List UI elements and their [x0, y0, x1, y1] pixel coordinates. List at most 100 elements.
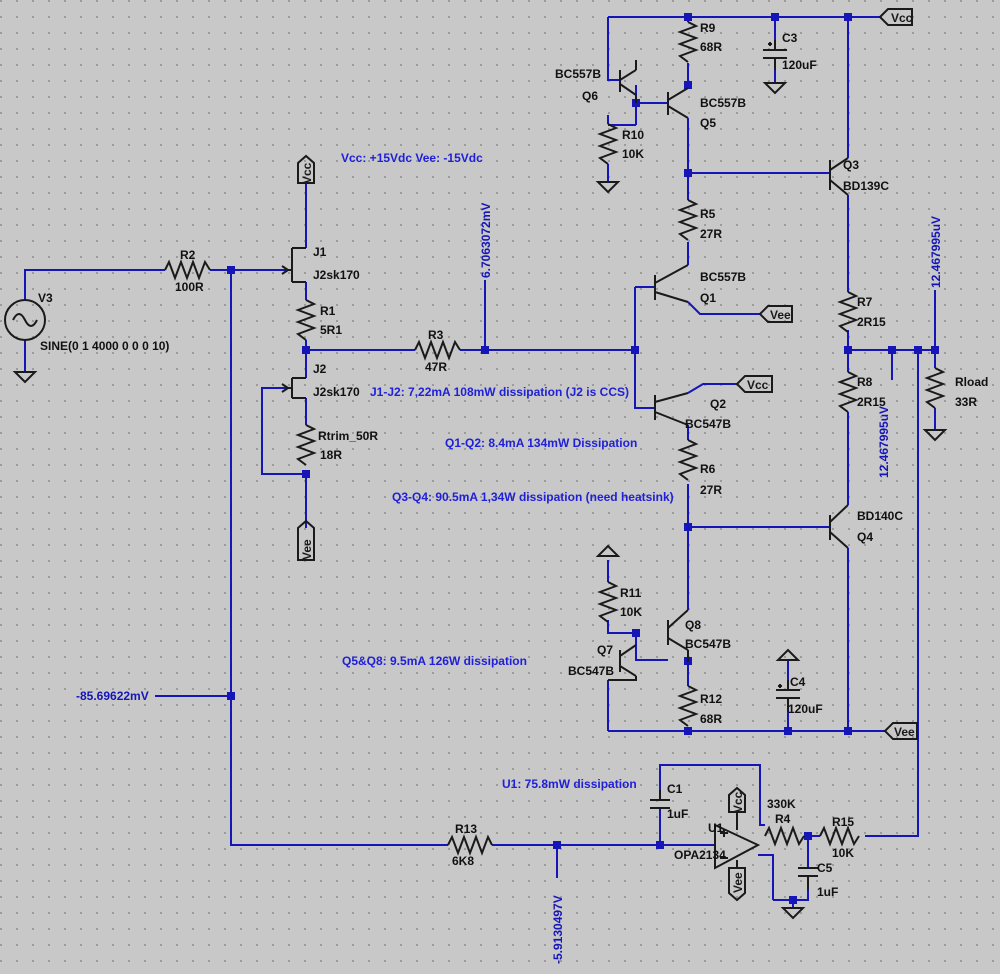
resistor-r5[interactable] [677, 199, 699, 241]
port-vee-bottom[interactable]: Vee [883, 722, 918, 740]
label-r12-value: 68R [700, 712, 722, 726]
resistor-rtrim[interactable] [295, 424, 317, 466]
resistor-r11[interactable] [597, 581, 619, 623]
resistor-r15[interactable] [819, 825, 860, 847]
label-q8-value: BC547B [685, 637, 731, 651]
label-u1-value: OPA2134 [674, 848, 726, 862]
transistor-q4[interactable] [829, 504, 849, 549]
label-r2-name: R2 [180, 248, 196, 262]
port-vee-u1[interactable]: Vee [728, 867, 746, 902]
resistor-r10[interactable] [597, 123, 619, 165]
label-q1-value: BC557B [700, 270, 746, 284]
ground-r11 [595, 544, 621, 557]
label-r6-name: R6 [700, 462, 716, 476]
label-v3-name: V3 [38, 291, 53, 305]
opamp-u1[interactable] [714, 812, 761, 870]
port-vcc-j1[interactable]: Vcc [297, 154, 315, 184]
resistor-r1[interactable] [295, 299, 317, 341]
port-vee-q1[interactable]: Vee [758, 305, 793, 323]
resistor-r3[interactable] [414, 339, 461, 361]
label-rtrim-name: Rtrim_50R [318, 429, 378, 443]
jfet-j2[interactable] [281, 377, 306, 399]
label-r13-name: R13 [455, 822, 477, 836]
transistor-q5[interactable] [667, 87, 689, 119]
transistor-q2[interactable] [654, 392, 689, 426]
label-q3-name: Q3 [843, 158, 859, 172]
label-q6-value: BC557B [555, 67, 601, 81]
resistor-r12[interactable] [677, 685, 699, 727]
note-q1q2: Q1-Q2: 8.4mA 134mW Dissipation [445, 436, 637, 450]
label-j1-value: J2sk170 [313, 268, 360, 282]
label-r11-value: 10K [620, 605, 642, 619]
port-label: Vcc [300, 162, 314, 184]
label-r7-value: 2R15 [857, 315, 886, 329]
voltage-output-node: 12.467995uV [929, 216, 943, 288]
label-q7-value: BC547B [568, 664, 614, 678]
capacitor-c3[interactable] [762, 40, 788, 95]
port-vcc-u1[interactable]: Vcc [728, 786, 746, 813]
label-c5-value: 1uF [817, 885, 838, 899]
port-label: Vee [770, 308, 791, 322]
label-j2-name: J2 [313, 362, 327, 376]
label-r7-name: R7 [857, 295, 873, 309]
label-r10-value: 10K [622, 147, 644, 161]
port-vcc-top[interactable]: Vcc [878, 8, 913, 26]
resistor-r7[interactable] [837, 291, 859, 333]
label-r2-value: 100R [175, 280, 204, 294]
label-c4-name: C4 [790, 675, 806, 689]
label-r5-value: 27R [700, 227, 722, 241]
label-r12-name: R12 [700, 692, 722, 706]
label-r3-name: R3 [428, 328, 444, 342]
transistor-q8[interactable] [667, 609, 689, 662]
port-vee-rtrim[interactable]: Vee [297, 519, 315, 561]
resistor-r13[interactable] [447, 834, 493, 856]
port-label: Vcc [747, 378, 769, 392]
label-q2-value: BC547B [685, 417, 731, 431]
note-q5q8: Q5&Q8: 9.5mA 126W dissipation [342, 654, 527, 668]
label-q6-name: Q6 [582, 89, 598, 103]
label-c1-value: 1uF [667, 807, 688, 821]
capacitor-c4[interactable] [775, 648, 801, 712]
transistor-q7[interactable] [608, 644, 637, 681]
transistor-q1[interactable] [654, 264, 689, 303]
resistor-r2[interactable] [164, 259, 211, 281]
label-c1-name: C1 [667, 782, 683, 796]
component-labels: V3 SINE(0 1 4000 0 0 0 10) R2 100R J1 J2… [38, 21, 988, 899]
label-q3-value: BD139C [843, 179, 889, 193]
note-j1j2: J1-J2: 7,22mA 108mW dissipation (J2 is C… [370, 385, 629, 399]
annotations: Vcc: +15Vdc Vee: -15Vdc J1-J2: 7,22mA 10… [341, 151, 674, 791]
resistor-r8[interactable] [837, 371, 859, 413]
label-r3-value: 47R [425, 360, 447, 374]
port-label: Vee [731, 872, 745, 893]
sine-source-v3[interactable] [4, 299, 46, 384]
label-r6-value: 27R [700, 483, 722, 497]
voltage-output-node-2: 12.467995uV [877, 406, 891, 478]
capacitor-c1[interactable] [650, 790, 670, 809]
label-r9-name: R9 [700, 21, 716, 35]
label-c3-value: 120uF [782, 58, 817, 72]
port-vcc-q2[interactable]: Vcc [735, 375, 773, 393]
label-r10-name: R10 [622, 128, 644, 142]
resistor-rload[interactable] [924, 367, 946, 409]
resistor-r4[interactable] [764, 825, 805, 847]
label-v3-value: SINE(0 1 4000 0 0 0 10) [40, 339, 169, 353]
transistor-q6[interactable] [619, 60, 637, 103]
label-c5-name: C5 [817, 861, 833, 875]
label-r1-name: R1 [320, 304, 336, 318]
label-r4-name: R4 [775, 812, 791, 826]
label-q8-name: Q8 [685, 618, 701, 632]
label-q4-value: BD140C [857, 509, 903, 523]
label-rload-name: Rload [955, 375, 988, 389]
transistor-q3[interactable] [829, 157, 849, 196]
label-j2-value: J2sk170 [313, 385, 360, 399]
voltage-labels: 6.7063072mV 12.467995uV 12.467995uV -85.… [76, 203, 943, 964]
capacitor-c5[interactable] [798, 867, 818, 890]
port-label: Vcc [731, 791, 745, 813]
label-r11-name: R11 [620, 586, 642, 600]
ground-rload [922, 429, 948, 442]
resistor-r9[interactable] [677, 21, 699, 63]
label-r13-value: 6K8 [452, 854, 474, 868]
resistor-r6[interactable] [677, 439, 699, 481]
jfet-j1[interactable] [281, 247, 306, 283]
